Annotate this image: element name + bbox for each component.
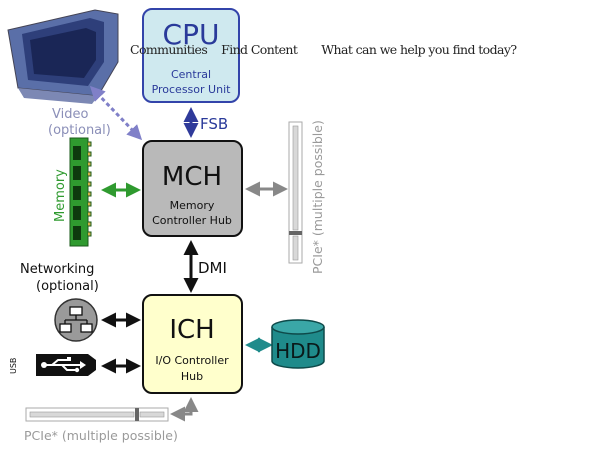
memory-label: Memory (53, 169, 68, 222)
find-content-link[interactable]: Find Content (221, 42, 298, 57)
video-label: Video (52, 107, 88, 122)
top-nav: Communities Find Content What can we hel… (130, 42, 517, 60)
hdd-label: HDD (275, 339, 321, 363)
cpu-desc-line1: Central (171, 68, 211, 81)
pcie-right-label: PCIe* (multiple possible) (310, 120, 325, 274)
usb-icon (36, 354, 96, 376)
networking-optional-label: (optional) (36, 279, 99, 294)
mch-title: MCH (162, 162, 222, 192)
dmi-label: DMI (198, 259, 227, 277)
fsb-label: FSB (200, 115, 228, 133)
ich-block: ICH I/O Controller Hub (142, 294, 243, 394)
communities-link[interactable]: Communities (130, 42, 208, 57)
pcie-slot-horizontal (25, 407, 169, 422)
pcie-bottom-label: PCIe* (multiple possible) (24, 428, 178, 443)
mch-block: MCH Memory Controller Hub (142, 140, 243, 237)
network-icon (54, 298, 98, 342)
cpu-desc-line2: Processor Unit (152, 83, 232, 96)
search-prompt-link[interactable]: What can we help you find today? (321, 42, 517, 57)
cpu-title: CPU (163, 18, 220, 51)
video-link-arrow (89, 85, 143, 141)
networking-label: Networking (20, 262, 94, 277)
monitor-icon (7, 9, 119, 104)
mch-desc-line1: Memory (170, 199, 215, 212)
cpu-block: CPU Central Processor Unit (142, 8, 240, 103)
usb-label: USB (9, 358, 18, 374)
ich-desc-line2: Hub (181, 370, 203, 383)
ich-desc-line1: I/O Controller (155, 354, 229, 367)
hdd-icon (271, 319, 325, 369)
pcie-slot-vertical (288, 121, 303, 264)
pcie-bottom-arrow (170, 397, 199, 422)
memory-module-icon (69, 137, 92, 247)
video-optional-label: (optional) (48, 123, 111, 138)
mch-desc-line2: Controller Hub (152, 214, 232, 227)
ich-title: ICH (169, 315, 214, 345)
